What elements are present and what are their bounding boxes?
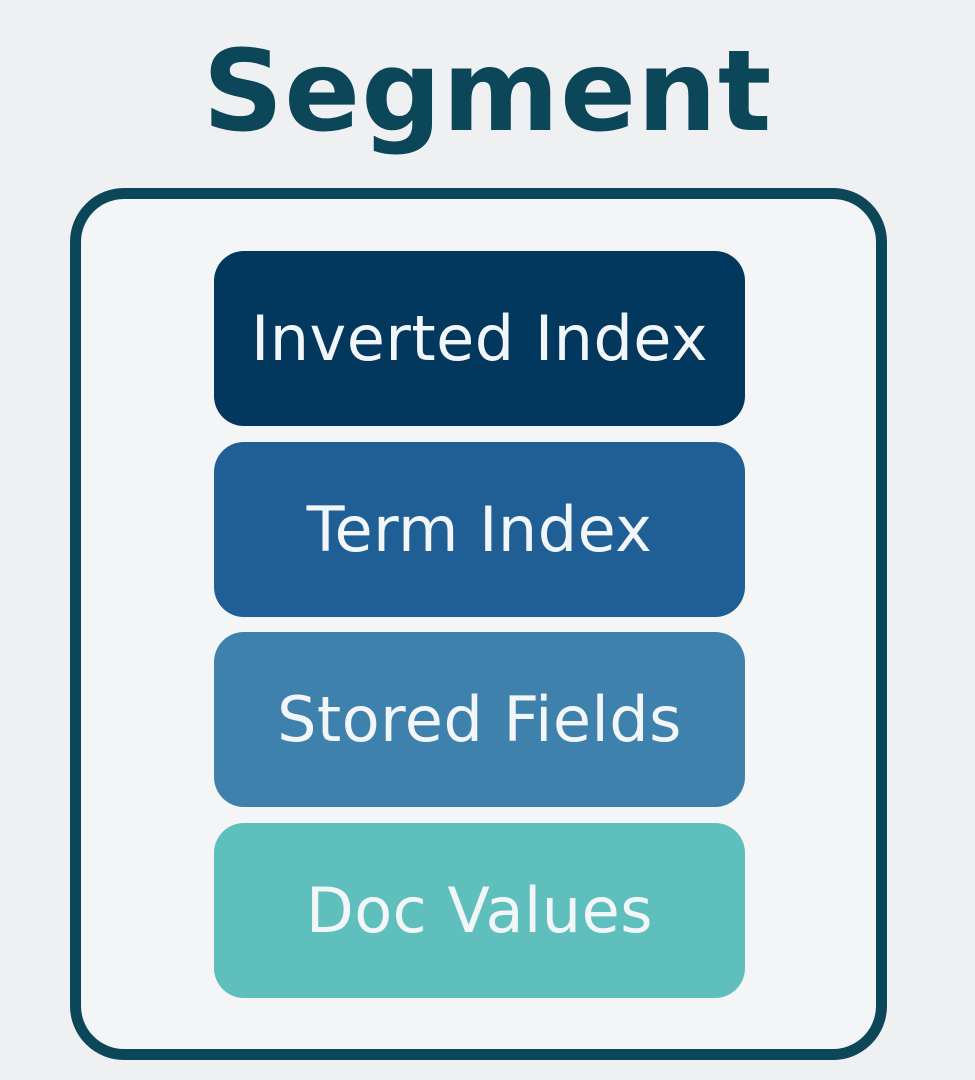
layer-stored-fields: Stored Fields <box>214 632 745 807</box>
layer-term-index: Term Index <box>214 442 745 617</box>
layer-label: Doc Values <box>305 874 654 947</box>
layer-label: Term Index <box>306 493 653 566</box>
layer-doc-values: Doc Values <box>214 823 745 998</box>
layer-inverted-index: Inverted Index <box>214 251 745 426</box>
layer-label: Inverted Index <box>250 302 709 375</box>
layer-label: Stored Fields <box>277 683 682 756</box>
diagram-title: Segment <box>202 27 773 157</box>
